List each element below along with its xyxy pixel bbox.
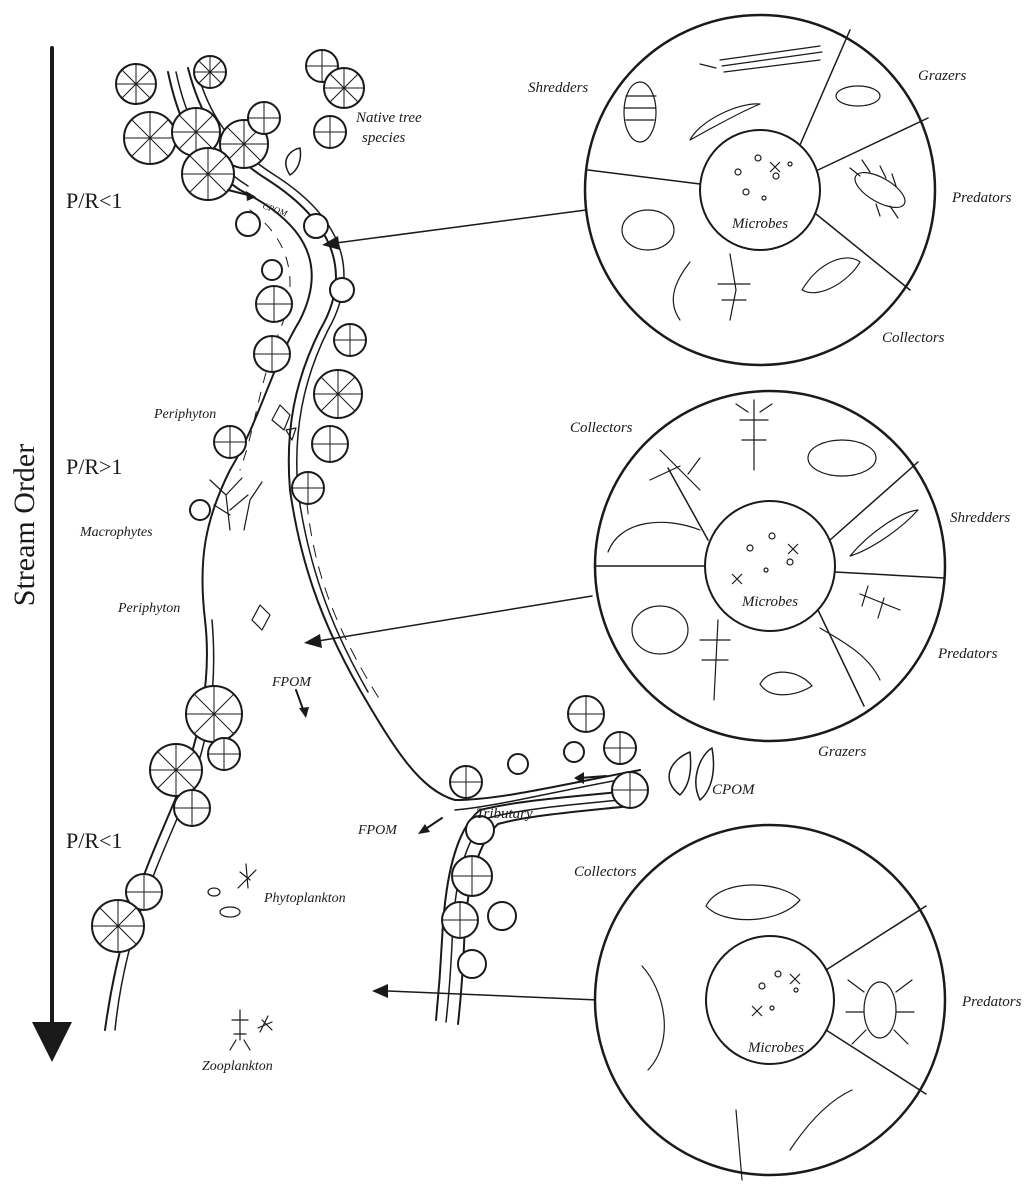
zooplankton-sketch bbox=[230, 1010, 272, 1050]
phytoplankton-label: Phytoplankton bbox=[263, 891, 346, 906]
fpom-label-2: FPOM bbox=[357, 823, 398, 838]
circle1-grazers-label: Grazers bbox=[918, 68, 967, 84]
tree-crown-icon bbox=[314, 370, 362, 418]
phytoplankton-sketch bbox=[208, 864, 256, 917]
tree-crown-icon bbox=[334, 324, 366, 356]
circle3-collectors-label: Collectors bbox=[574, 864, 637, 880]
tree-crown-icon bbox=[330, 278, 354, 302]
circle1-predators-label: Predators bbox=[951, 190, 1012, 206]
tree-crown-icon bbox=[262, 260, 282, 280]
tree-crown-icon bbox=[248, 102, 280, 134]
tree-crown-icon bbox=[190, 500, 210, 520]
tree-crown-icon bbox=[604, 732, 636, 764]
arrow-left-icon bbox=[304, 634, 322, 648]
arrow-left-icon bbox=[372, 984, 388, 998]
pr-label-lower: P/R<1 bbox=[66, 828, 122, 853]
circle1-collectors-label: Collectors bbox=[882, 330, 945, 346]
tree-crown-icon bbox=[450, 766, 482, 798]
fpom-label-1: FPOM bbox=[271, 675, 312, 690]
tree-crown-icon bbox=[304, 214, 328, 238]
tree-crown-icon bbox=[186, 686, 242, 742]
circle3-predators-label: Predators bbox=[961, 994, 1022, 1010]
tree-crown-icon bbox=[208, 738, 240, 770]
tree-crown-icon bbox=[292, 472, 324, 504]
tree-crown-icon bbox=[92, 900, 144, 952]
periphyton-label-1: Periphyton bbox=[153, 407, 216, 422]
pr-label-middle: P/R>1 bbox=[66, 454, 122, 479]
community-circle-midreaches: Microbes Collectors Shredders Predators … bbox=[570, 391, 1010, 760]
tree-crown-icon bbox=[116, 64, 156, 104]
tree-crown-icon bbox=[214, 426, 246, 458]
arrow-down-icon bbox=[32, 1022, 72, 1062]
main-stream bbox=[105, 68, 640, 1030]
tree-crown-icon bbox=[312, 426, 348, 462]
macrophyte-sketch bbox=[210, 478, 262, 530]
flow-arrows bbox=[228, 190, 606, 834]
circle2-predators-label: Predators bbox=[937, 646, 998, 662]
tree-crown-icon bbox=[254, 336, 290, 372]
native-tree-label-line2: species bbox=[362, 130, 405, 146]
cpom-label-small: CPOM bbox=[261, 200, 289, 218]
tree-crown-icon bbox=[458, 950, 486, 978]
tree-crown-icon bbox=[314, 116, 346, 148]
tree-crown-icon bbox=[194, 56, 226, 88]
tree-crown-icon bbox=[488, 902, 516, 930]
tributary-label: Tributary bbox=[476, 806, 533, 822]
periphyton-label-2: Periphyton bbox=[117, 601, 180, 616]
circle2-microbes-label: Microbes bbox=[741, 594, 798, 610]
circle2-shredders-label: Shredders bbox=[950, 510, 1010, 526]
tree-crown-icon bbox=[256, 286, 292, 322]
pr-label-upper: P/R<1 bbox=[66, 188, 122, 213]
circle3-microbes-label: Microbes bbox=[747, 1040, 804, 1056]
circle2-collectors-label: Collectors bbox=[570, 420, 633, 436]
native-tree-label-line1: Native tree bbox=[355, 110, 422, 126]
community-circle-lower: Microbes Collectors Predators bbox=[574, 825, 1022, 1180]
riparian-trees bbox=[92, 50, 648, 978]
tree-crown-icon bbox=[452, 856, 492, 896]
circle1-shredders-label: Shredders bbox=[528, 80, 588, 96]
macrophytes-label: Macrophytes bbox=[79, 525, 153, 540]
tree-crown-icon bbox=[174, 790, 210, 826]
tree-crown-icon bbox=[150, 744, 202, 796]
tree-crown-icon bbox=[564, 742, 584, 762]
tree-crown-icon bbox=[508, 754, 528, 774]
circle1-microbes-label: Microbes bbox=[731, 216, 788, 232]
tree-crown-icon bbox=[442, 902, 478, 938]
circle2-grazers-label: Grazers bbox=[818, 744, 867, 760]
community-circle-headwaters: Microbes Shredders Grazers Predators Col… bbox=[528, 15, 1012, 365]
zooplankton-label: Zooplankton bbox=[202, 1059, 273, 1074]
tree-crown-icon bbox=[124, 112, 176, 164]
tree-crown-icon bbox=[612, 772, 648, 808]
cpom-tributary-label: CPOM bbox=[712, 782, 756, 798]
stream-order-axis: Stream Order bbox=[8, 48, 72, 1062]
tree-crown-icon bbox=[236, 212, 260, 236]
tree-crown-icon bbox=[568, 696, 604, 732]
tree-crown-icon bbox=[182, 148, 234, 200]
stream-order-label: Stream Order bbox=[8, 444, 41, 606]
tree-crown-icon bbox=[324, 68, 364, 108]
